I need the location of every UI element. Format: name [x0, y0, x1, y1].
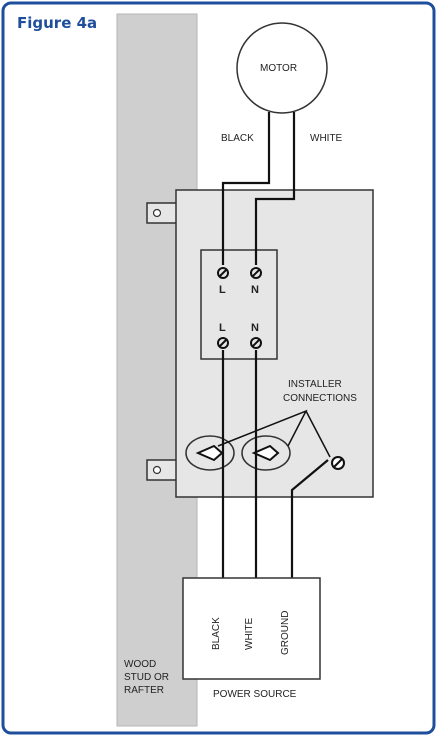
ground-screw — [331, 456, 345, 470]
power-source-label: POWER SOURCE — [213, 689, 297, 700]
terminal-label-top-left: L — [219, 284, 226, 296]
mounting-tab-bottom — [146, 459, 178, 481]
motor-wire-white — [254, 112, 296, 265]
installer-label-line2: CONNECTIONS — [283, 393, 357, 404]
mounting-hole-top — [152, 208, 162, 218]
power-wire-label-black: BLACK — [211, 617, 222, 650]
stud-label-line3: RAFTER — [124, 685, 164, 696]
terminal-label-bottom-right: N — [251, 322, 259, 334]
terminal-screw-bottom-left — [217, 337, 229, 349]
wire-label-white: WHITE — [310, 133, 343, 144]
power-source-box — [182, 577, 321, 680]
power-wire-label-ground: GROUND — [280, 610, 291, 655]
stud-label-line1: WOOD — [124, 659, 157, 670]
terminal-block — [200, 249, 278, 360]
installer-label-line1: INSTALLER — [288, 379, 342, 390]
wire-nut-right — [241, 435, 291, 471]
figure-title: Figure 4a — [17, 14, 98, 32]
mounting-hole-bottom — [152, 465, 162, 475]
motor-wire-black — [221, 112, 271, 265]
mounting-tab-top — [146, 202, 178, 224]
terminal-screw-top-left — [217, 267, 229, 279]
installer-leader-ground — [305, 410, 331, 458]
supply-wire-ground — [290, 459, 329, 600]
motor — [236, 22, 328, 114]
wire-nut-left — [185, 435, 235, 471]
terminal-screw-bottom-right — [250, 337, 262, 349]
stud-label-line2: STUD OR — [124, 672, 169, 683]
terminal-screw-top-right — [250, 267, 262, 279]
terminal-label-top-right: N — [251, 284, 259, 296]
motor-label: MOTOR — [260, 63, 298, 74]
wire-label-black: BLACK — [221, 133, 254, 144]
terminal-label-bottom-left: L — [219, 322, 226, 334]
power-wire-label-white: WHITE — [244, 617, 255, 650]
